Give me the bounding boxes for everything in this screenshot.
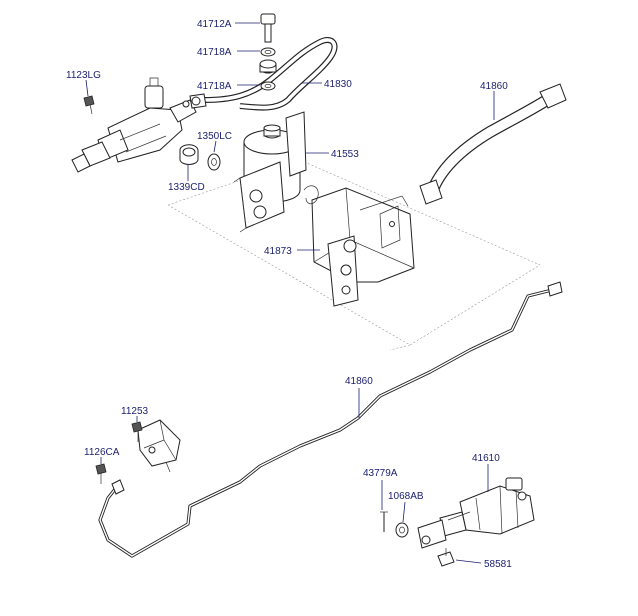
- bracket-11253: [137, 419, 181, 473]
- label-43779a: 43779A: [363, 468, 398, 479]
- label-1068ab: 1068AB: [388, 491, 424, 502]
- leader-lines: [85, 22, 495, 564]
- label-41718a-top: 41718A: [197, 47, 232, 58]
- part-labels: 41712A 41718A 41718A 41830 1123LG 1350LC…: [66, 19, 512, 570]
- fitting-41718a-nut: [259, 59, 277, 74]
- label-41610: 41610: [472, 453, 500, 464]
- label-1350lc: 1350LC: [197, 131, 232, 142]
- grommet-1339cd: [179, 144, 199, 165]
- hose-41860-top: [419, 83, 567, 205]
- pipe-41860-long: [98, 281, 563, 558]
- washer-41718a-top: [260, 47, 276, 57]
- bolt-1123lg: [83, 95, 95, 115]
- bolt-11253: [131, 421, 143, 442]
- label-41860-mid: 41860: [345, 376, 373, 387]
- label-58581: 58581: [484, 559, 512, 570]
- label-1126ca: 1126CA: [84, 447, 120, 458]
- reservoir-bracket: [233, 161, 285, 233]
- label-41860-top: 41860: [480, 81, 508, 92]
- washer-41718a-lower: [260, 81, 276, 91]
- label-41873: 41873: [264, 246, 292, 257]
- bracket-41873: [303, 185, 415, 307]
- label-41712a: 41712A: [197, 19, 232, 30]
- label-1123lg: 1123LG: [66, 70, 101, 81]
- label-41830: 41830: [324, 79, 352, 90]
- clutch-master-cylinder-top: [71, 77, 197, 173]
- pin-43779a: [380, 511, 388, 532]
- bolt-41712a: [260, 13, 276, 43]
- label-41718a-mid: 41718A: [197, 81, 232, 92]
- release-cylinder-41610: [417, 477, 535, 549]
- washer-1350lc: [207, 153, 221, 171]
- washer-1068ab: [395, 522, 409, 538]
- label-1339cd: 1339CD: [168, 182, 205, 193]
- bolt-58581: [437, 548, 455, 567]
- pipe-41830: [189, 37, 338, 111]
- label-11253: 11253: [121, 406, 149, 417]
- bolt-1126ca: [95, 463, 107, 484]
- label-41553: 41553: [331, 149, 359, 160]
